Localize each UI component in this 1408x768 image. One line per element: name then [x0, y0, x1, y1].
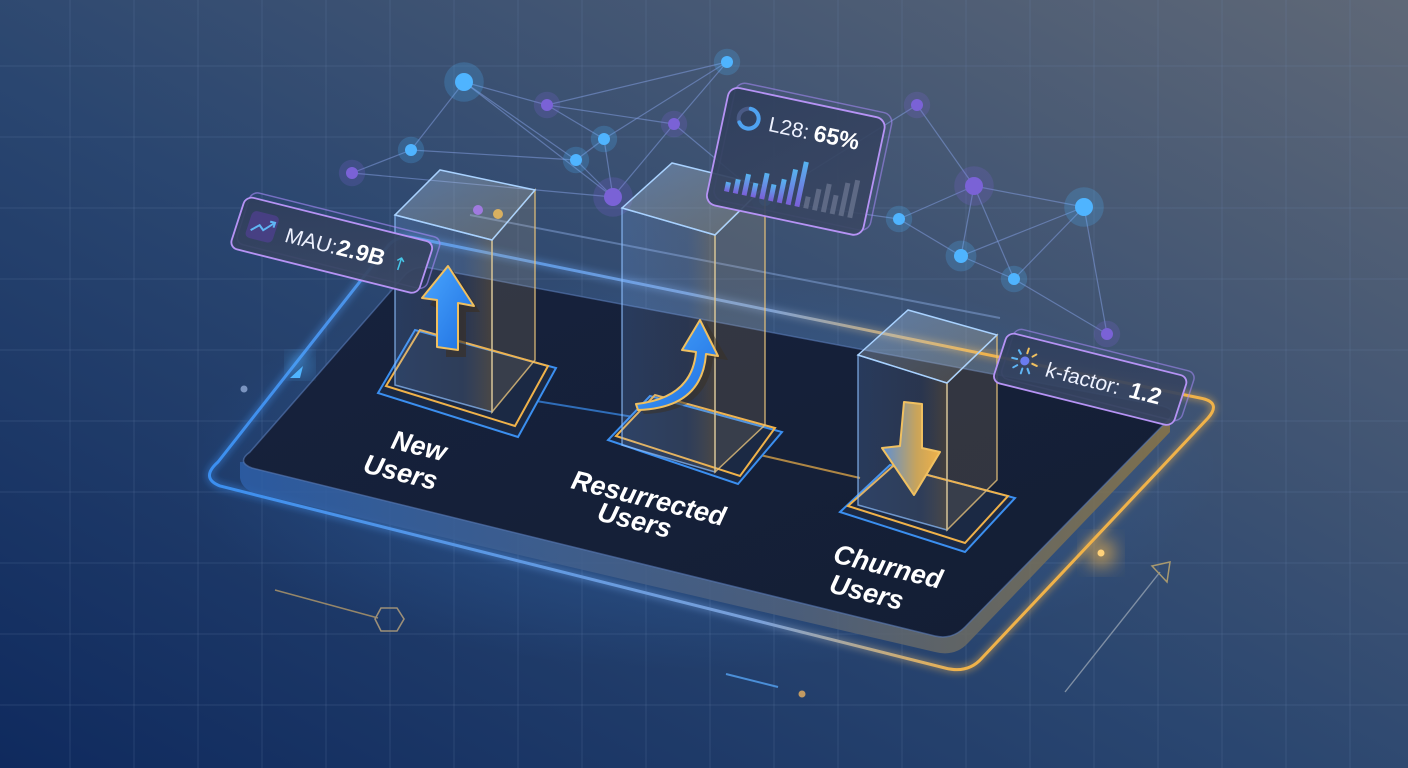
- network-node: [541, 99, 553, 111]
- network-edge: [973, 185, 1015, 280]
- arrow-curved-up-icon: [635, 319, 728, 414]
- network-edge: [1013, 206, 1085, 280]
- network-node: [721, 56, 733, 68]
- network-node: [598, 133, 610, 145]
- spark-bar: [820, 183, 832, 213]
- network-node: [346, 167, 358, 179]
- spark-bar: [776, 178, 787, 204]
- trend-up-icon: ↑: [389, 253, 410, 277]
- network-node: [965, 177, 983, 195]
- deco-dot: [240, 385, 248, 393]
- spark-bar: [724, 181, 731, 193]
- spark-bar: [829, 194, 839, 215]
- donut-progress-icon: [736, 106, 761, 131]
- network-edge: [603, 61, 728, 140]
- metric-card-kfactor: k-factor: 1.2: [993, 328, 1195, 426]
- edge-marker-icon: [290, 366, 303, 378]
- network-node: [954, 249, 968, 263]
- sparkline-bars: [724, 161, 861, 219]
- spark-bar: [768, 183, 777, 202]
- network-edge: [898, 185, 975, 220]
- indicator-dot-purple: [473, 205, 483, 215]
- network-node: [455, 73, 473, 91]
- metric-card-l28: L28: 65%: [706, 82, 893, 236]
- network-edge: [546, 61, 728, 106]
- network-node: [1101, 328, 1113, 340]
- pillar-glass-side: [714, 184, 766, 474]
- spark-bar: [732, 178, 741, 194]
- trend-chart-icon: [245, 211, 279, 243]
- segment-new-users: New Users: [361, 169, 558, 496]
- network-edge: [916, 104, 975, 187]
- network-edge: [960, 206, 1085, 257]
- network-edge: [960, 255, 1015, 280]
- hexagon-icon: [374, 607, 405, 632]
- network-edge: [673, 61, 728, 125]
- network-node: [1008, 273, 1020, 285]
- deco-arrow-shaft: [1064, 571, 1161, 693]
- deco-dot-gold: [798, 690, 806, 698]
- network-edge: [463, 81, 577, 161]
- edge-spark-blue: [292, 357, 308, 373]
- spark-bar: [785, 168, 799, 206]
- network-edge: [546, 104, 605, 140]
- arrow-down-icon: [881, 401, 941, 496]
- back-wall-line: [469, 214, 1001, 319]
- network-edge: [898, 218, 962, 257]
- network-edge: [603, 138, 614, 198]
- spark-bar: [750, 182, 759, 198]
- network-edge: [960, 185, 975, 257]
- spark-bar: [838, 182, 851, 217]
- pillar-glass-top: [393, 169, 537, 241]
- decorations: [240, 385, 1171, 698]
- network-node: [604, 188, 622, 206]
- spark-bar: [759, 172, 770, 200]
- network-edge: [463, 81, 548, 106]
- spark-bar: [803, 196, 811, 209]
- network-node: [911, 99, 923, 111]
- spark-bar: [812, 188, 822, 211]
- arrow-up-icon: [421, 265, 480, 357]
- deco-line-blue: [725, 673, 779, 688]
- network-edge: [351, 149, 412, 174]
- network-edge: [410, 149, 577, 161]
- network-node: [570, 154, 582, 166]
- deco-line: [274, 589, 379, 619]
- network-node: [405, 144, 417, 156]
- network-node: [1075, 198, 1093, 216]
- network-edge: [973, 185, 1085, 208]
- flow-line-gold: [759, 454, 861, 479]
- deco-arrowhead-icon: [1150, 561, 1171, 584]
- indicator-dot-gold: [493, 209, 503, 219]
- network-edge: [410, 81, 465, 151]
- burst-icon: [1011, 347, 1038, 375]
- spark-bar: [794, 161, 809, 208]
- spark-bar: [847, 179, 861, 219]
- network-edge: [1013, 278, 1108, 335]
- spark-bar: [741, 173, 752, 196]
- network-edge: [463, 81, 614, 198]
- pillar-glass-top: [856, 309, 999, 384]
- network-node: [893, 213, 905, 225]
- network-edge: [612, 123, 675, 198]
- network-node: [668, 118, 680, 130]
- network-edge: [1083, 206, 1108, 335]
- edge-spark-gold-core: [1097, 549, 1105, 557]
- metric-card-mau: MAU: 2.9B ↑: [230, 192, 441, 294]
- network-edge: [546, 104, 675, 125]
